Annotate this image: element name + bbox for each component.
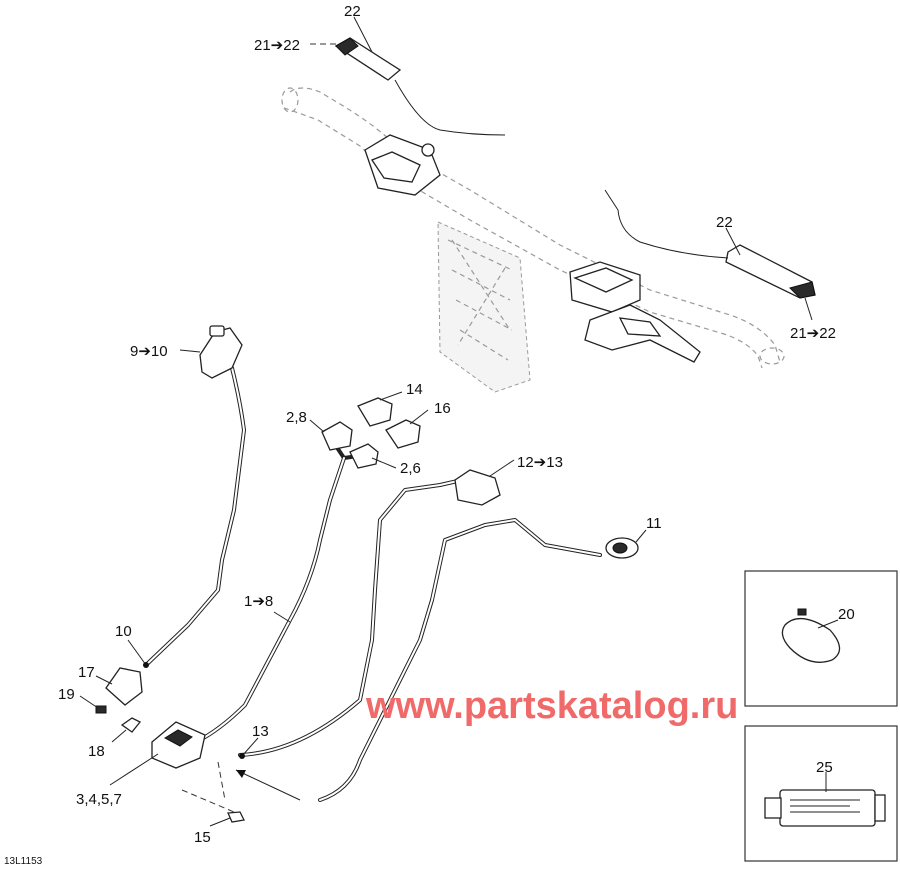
callout-21-22-top: 21➔22 bbox=[254, 37, 300, 54]
inset-cable-tie bbox=[744, 570, 898, 707]
callout-11: 11 bbox=[646, 515, 662, 532]
callout-20: 20 bbox=[838, 606, 855, 623]
handlebar-outline bbox=[281, 87, 785, 369]
callout-25: 25 bbox=[816, 759, 833, 776]
callout-12-13: 12➔13 bbox=[517, 454, 563, 471]
watermark: www.partskatalog.ru bbox=[365, 685, 738, 727]
callout-14: 14 bbox=[406, 381, 423, 398]
callout-22-top: 22 bbox=[344, 3, 361, 20]
grip-heater-right bbox=[604, 189, 816, 299]
callout-10: 10 bbox=[115, 623, 132, 640]
handguard-wire bbox=[238, 469, 639, 802]
callout-1-8: 1➔8 bbox=[244, 593, 273, 610]
callout-13: 13 bbox=[252, 723, 269, 740]
callout-17: 17 bbox=[78, 664, 95, 681]
callout-9-10: 9➔10 bbox=[130, 343, 168, 360]
diagram-code: 13L1153 bbox=[4, 856, 43, 867]
callout-labels: 22 21➔22 22 21➔22 9➔10 14 2,8 16 2,6 12➔… bbox=[58, 3, 855, 846]
left-handlebar-switch bbox=[364, 134, 441, 196]
connectors-group bbox=[321, 397, 421, 469]
callout-3-4-5-7: 3,4,5,7 bbox=[76, 791, 122, 808]
handlebar-riser bbox=[437, 221, 531, 393]
callout-15: 15 bbox=[194, 829, 211, 846]
callout-22-right: 22 bbox=[716, 214, 733, 231]
throttle-heater-wire bbox=[144, 325, 246, 667]
leader-lines bbox=[79, 16, 839, 827]
callout-19: 19 bbox=[58, 686, 75, 703]
callout-2-8: 2,8 bbox=[286, 409, 307, 426]
callout-21-22-right: 21➔22 bbox=[790, 325, 836, 342]
callout-18: 18 bbox=[88, 743, 105, 760]
grip-heater-top bbox=[334, 37, 506, 136]
control-module bbox=[95, 667, 245, 823]
callout-2-6: 2,6 bbox=[400, 460, 421, 477]
brake-master-cylinder bbox=[569, 261, 701, 363]
inset-grease-tube bbox=[744, 725, 898, 862]
callout-16: 16 bbox=[434, 400, 451, 417]
